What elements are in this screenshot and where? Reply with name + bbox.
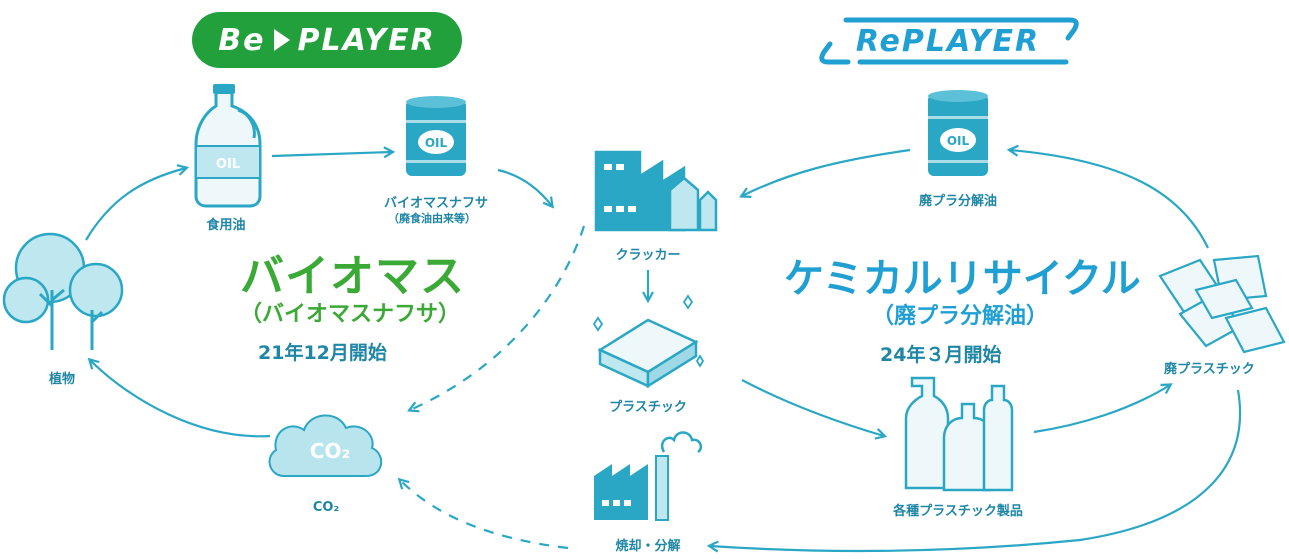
plastic-block-icon bbox=[597, 318, 699, 389]
be-player-badge: Be PLAYER bbox=[192, 12, 462, 68]
oil-barrel-icon: OIL bbox=[406, 96, 466, 176]
oil-bottle-icon: OIL bbox=[194, 84, 262, 208]
be-player-suffix: PLAYER bbox=[297, 22, 436, 58]
plants-label: 植物 bbox=[48, 372, 76, 387]
arrow-oil-to-cracker bbox=[739, 148, 911, 198]
chemical-recycle-start-date: 24年３月開始 bbox=[880, 344, 1002, 366]
arrow-waste-to-oil bbox=[1006, 144, 1209, 249]
co2-cloud-label: CO₂ bbox=[310, 439, 350, 463]
biomass-title: バイオマス bbox=[240, 251, 465, 302]
biomass-start-date: 21年12月開始 bbox=[258, 342, 387, 364]
factory-icon bbox=[594, 150, 718, 232]
plastic-label: プラスチック bbox=[609, 400, 687, 415]
tree-icon bbox=[2, 232, 124, 350]
cracker-label: クラッカー bbox=[615, 248, 681, 263]
be-player-prefix: Be bbox=[218, 22, 266, 58]
arrow-cracker-to-co2 bbox=[407, 225, 586, 413]
arrow-incineration-to-co2 bbox=[397, 477, 569, 550]
arrow-co2-to-plants bbox=[87, 357, 271, 438]
arrow-plastic-to-products bbox=[741, 379, 888, 440]
sparkle-icons bbox=[592, 294, 705, 368]
replayer-badge: RePLAYER bbox=[855, 23, 1041, 59]
biomass-naphtha-note: （廃食油由来等） bbox=[388, 212, 476, 225]
barrel-oil-label: OIL bbox=[425, 136, 448, 150]
products-label: 各種プラスチック製品 bbox=[893, 504, 1023, 519]
arrow-plants-to-oil bbox=[85, 164, 190, 241]
waste-oil-barrel-label: OIL bbox=[947, 134, 970, 148]
waste-plastic-icon bbox=[1158, 254, 1286, 354]
arrow-oil-to-naphtha bbox=[271, 146, 396, 159]
chemical-recycle-subtitle: （廃プラ分解油） bbox=[872, 304, 1049, 329]
waste-oil-barrel-icon: OIL bbox=[928, 90, 988, 176]
co2-label: CO₂ bbox=[312, 500, 340, 515]
arrow-products-to-waste bbox=[1033, 383, 1173, 434]
arrow-waste-to-incineration bbox=[706, 389, 1242, 553]
chemical-recycle-title: ケミカルリサイクル bbox=[784, 256, 1141, 302]
waste-plastic-label: 廃プラスチック bbox=[1164, 362, 1255, 377]
incineration-label: 焼却・分解 bbox=[615, 539, 681, 554]
cooking-oil-label: 食用油 bbox=[206, 218, 246, 233]
incineration-factory-icon bbox=[594, 431, 703, 521]
waste-oil-label: 廃プラ分解油 bbox=[918, 194, 998, 209]
plastic-products-icon bbox=[904, 376, 1014, 492]
co2-cloud-icon: CO₂ bbox=[268, 414, 382, 477]
flow-arrows bbox=[85, 144, 1242, 553]
bottle-oil-label: OIL bbox=[216, 157, 240, 172]
arrow-naphtha-to-cracker bbox=[497, 168, 555, 209]
play-triangle-icon bbox=[273, 29, 290, 51]
biomass-naphtha-label: バイオマスナフサ bbox=[383, 196, 489, 211]
biomass-subtitle: （バイオマスナフサ） bbox=[240, 302, 461, 327]
